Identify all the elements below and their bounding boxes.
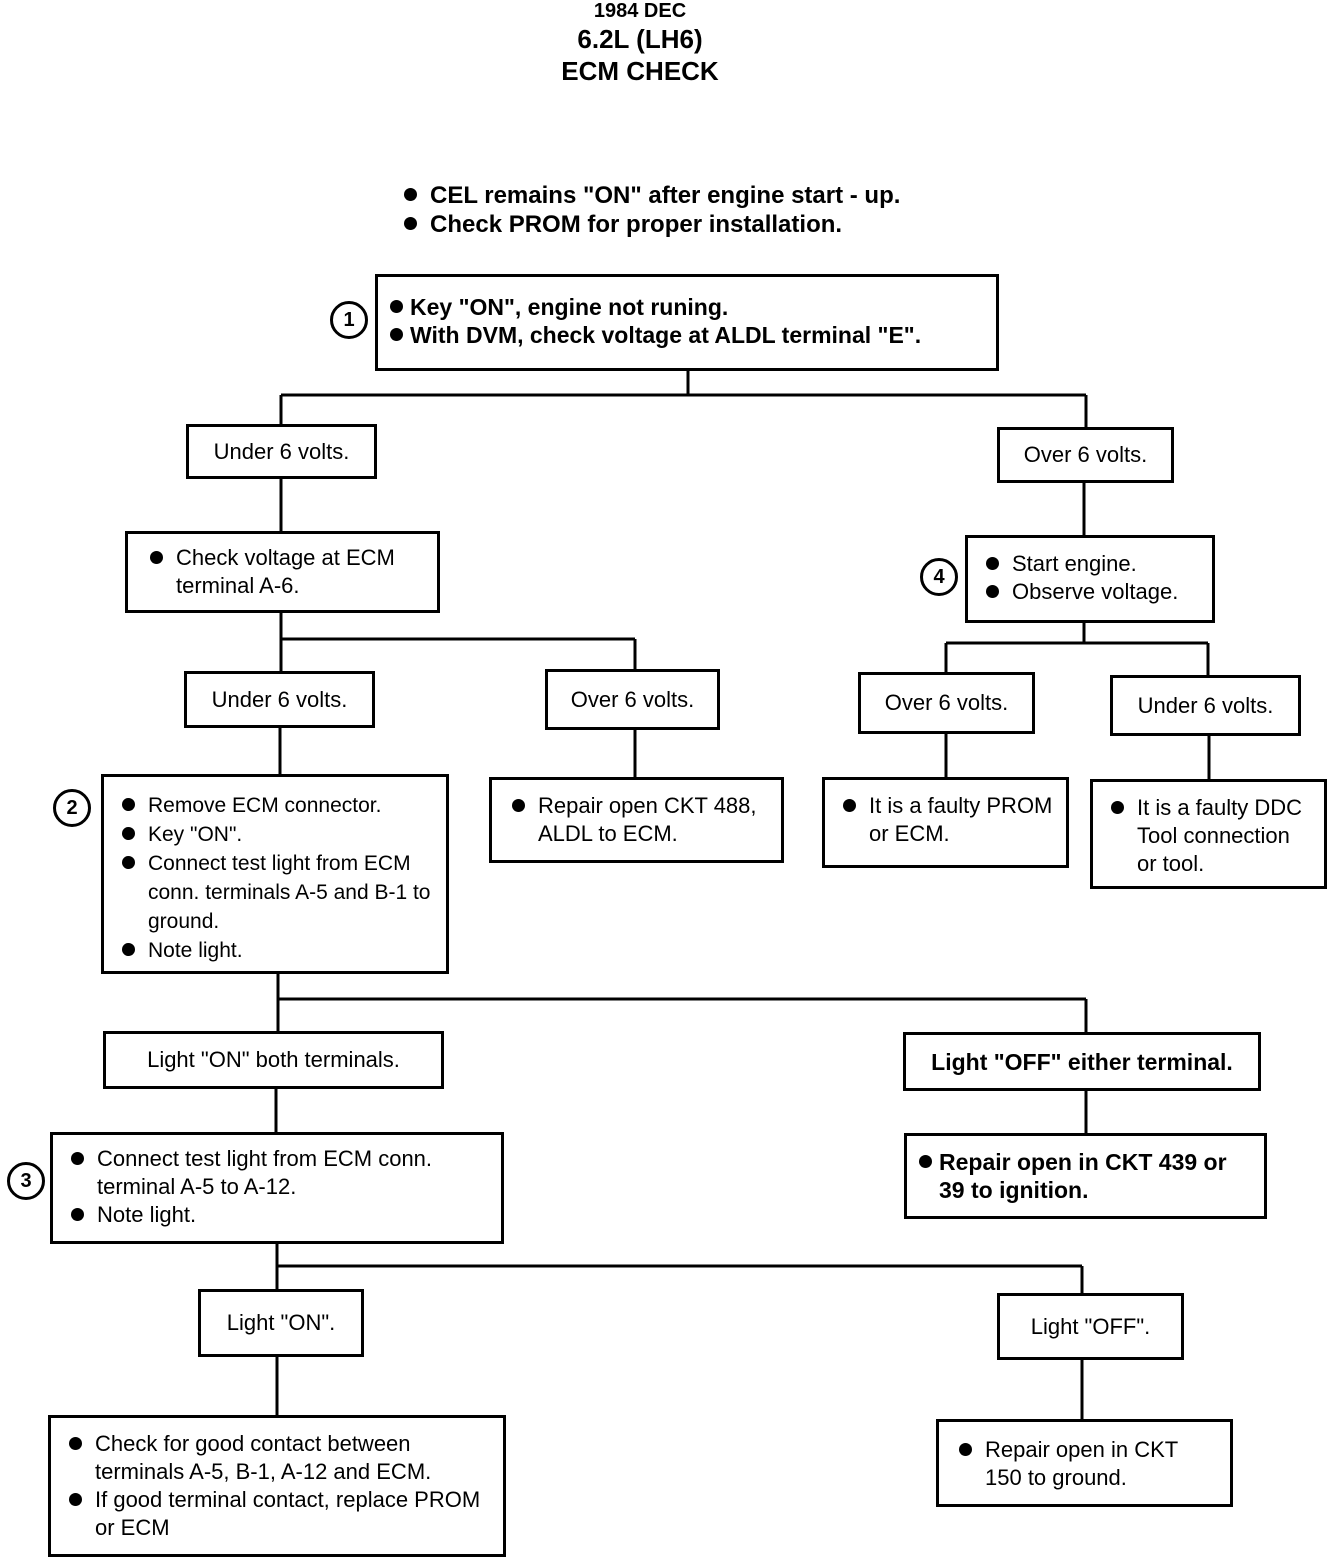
repair-ckt-150-box: Repair open in CKT 150 to ground. [936,1419,1233,1507]
header-year-line: 1984 DEC [593,0,687,22]
step-1-item: Key "ON", engine not runing. [388,293,986,321]
step-1-marker: 1 [330,301,368,339]
branch-under-6-volts-1: Under 6 volts. [186,424,377,479]
precondition-item: Check PROM for proper installation. [396,210,900,239]
repair-150-item: Repair open in CKT 150 to ground. [951,1436,1218,1492]
step-2-item: Remove ECM connector. [114,791,436,820]
step-4-item: Observe voltage. [978,578,1202,606]
check-contact-item: If good terminal contact, replace PROM o… [61,1486,493,1542]
header-engine-line: 6.2L (LH6) [577,24,703,54]
light-on-both-terminals-label: Light "ON" both terminals. [103,1031,444,1089]
light-on-label: Light "ON". [198,1289,364,1357]
step-1-item: With DVM, check voltage at ALDL terminal… [388,321,986,349]
step-2-item: Note light. [114,936,436,965]
step-3-marker: 3 [7,1162,45,1200]
faulty-tool-item: It is a faulty DDC Tool connection or to… [1103,794,1314,878]
branch-under-6-volts-2: Under 6 volts. [184,671,375,728]
branch-over-6-volts-3: Over 6 volts. [858,672,1035,734]
light-off-label: Light "OFF". [997,1293,1184,1360]
step-3-item: Note light. [63,1201,491,1229]
step-2-item: Connect test light from ECM conn. termin… [114,849,436,936]
branch-over-6-volts-1: Over 6 volts. [997,427,1174,483]
repair-ckt-439-box: Repair open in CKT 439 or 39 to ignition… [904,1133,1267,1219]
step-4-item: Start engine. [978,550,1202,578]
faulty-prom-item: It is a faulty PROM or ECM. [835,792,1056,848]
branch-under-6-volts-3: Under 6 volts. [1110,675,1301,736]
step-2-box: Remove ECM connector. Key "ON". Connect … [101,774,449,974]
faulty-prom-box: It is a faulty PROM or ECM. [822,777,1069,868]
repair-439-item: Repair open in CKT 439 or 39 to ignition… [917,1148,1254,1204]
step-1-box: Key "ON", engine not runing. With DVM, c… [375,274,999,371]
step-4-marker: 4 [920,558,958,596]
check-contact-item: Check for good contact between terminals… [61,1430,493,1486]
step-4-box: Start engine. Observe voltage. [965,535,1215,623]
step-3-item: Connect test light from ECM conn. termin… [63,1145,491,1201]
step-2-marker: 2 [53,789,91,827]
check-contact-box: Check for good contact between terminals… [48,1415,506,1557]
header-title-line: ECM CHECK [561,56,719,86]
light-off-either-terminal-label: Light "OFF" either terminal. [903,1032,1261,1091]
preconditions-list: CEL remains "ON" after engine start - up… [396,181,900,239]
repair-488-item: Repair open CKT 488, ALDL to ECM. [504,792,769,848]
step-3-box: Connect test light from ECM conn. termin… [50,1132,504,1244]
step-2-item: Key "ON". [114,820,436,849]
repair-ckt-488-box: Repair open CKT 488, ALDL to ECM. [489,777,784,863]
branch-over-6-volts-2: Over 6 volts. [545,669,720,730]
precondition-item: CEL remains "ON" after engine start - up… [396,181,900,210]
faulty-tool-box: It is a faulty DDC Tool connection or to… [1090,779,1327,889]
check-ecm-voltage-box: Check voltage at ECM terminal A-6. [125,531,440,613]
check-ecm-item: Check voltage at ECM terminal A-6. [142,544,423,600]
